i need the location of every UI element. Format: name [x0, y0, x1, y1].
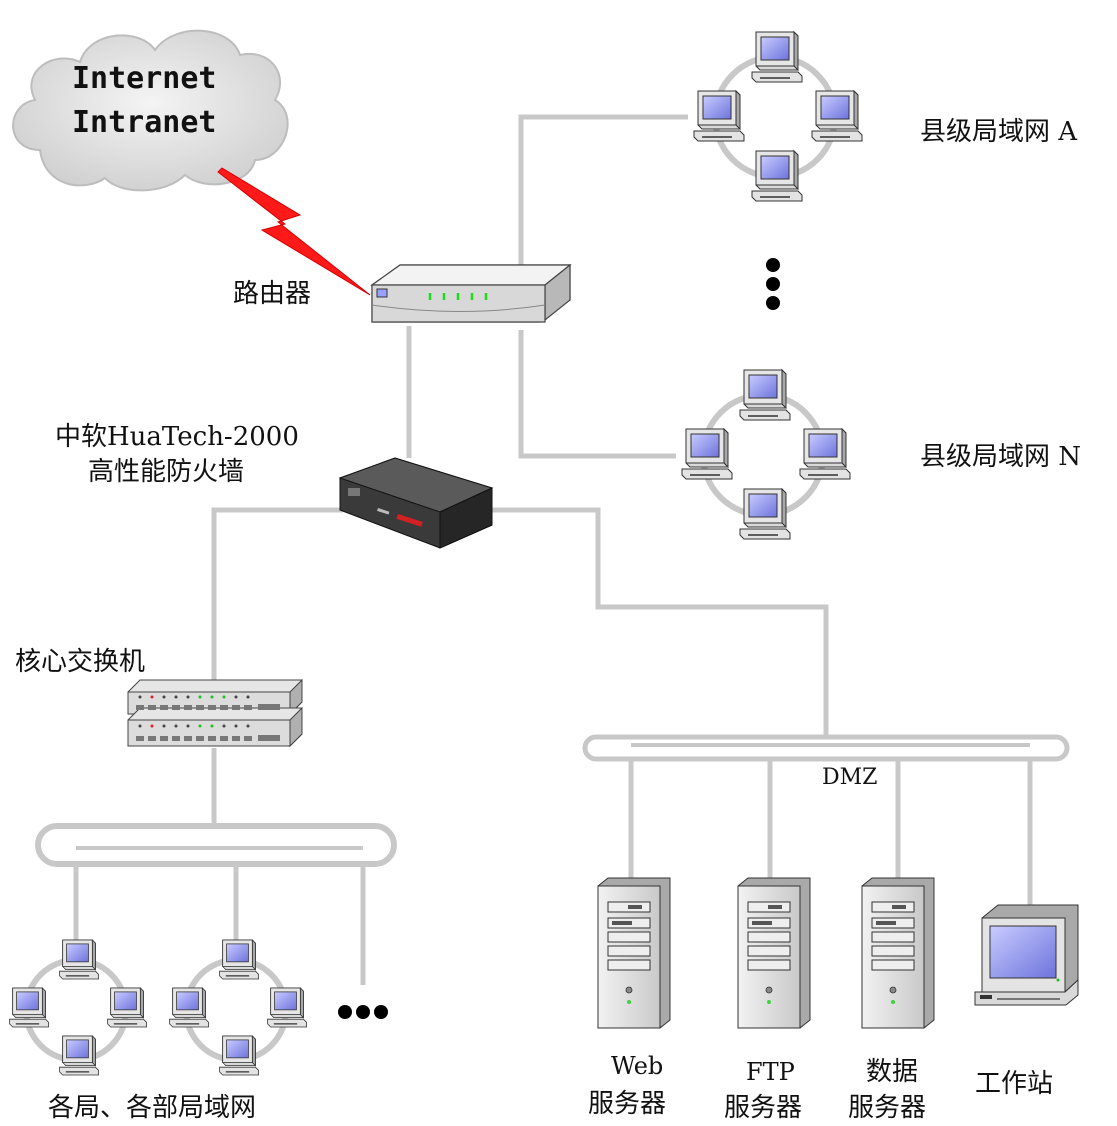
firewall-label-line2: 高性能防火墙	[88, 457, 244, 487]
dmz-label: DMZ	[822, 765, 877, 790]
workstation-label: 工作站	[975, 1069, 1053, 1099]
county-lan-a	[694, 32, 862, 201]
web-server-label-line1: Web	[611, 1052, 663, 1080]
data-server-label-line1: 数据	[866, 1057, 918, 1087]
router-device	[370, 263, 572, 323]
connection-lines	[73, 114, 1033, 985]
bureau-lan-2	[170, 940, 307, 1075]
core-switch-label: 核心交换机	[15, 647, 145, 677]
cloud-label-line2: Intranet	[72, 105, 217, 140]
cloud-label-line1: Internet	[72, 61, 217, 96]
bureau-lan-1	[10, 940, 147, 1075]
data-server	[861, 877, 935, 1029]
firewall-label-line1: 中软HuaTech-2000	[55, 422, 299, 452]
county-lan-a-label: 县级局域网 A	[920, 117, 1078, 147]
data-server-label-line2: 服务器	[848, 1093, 926, 1123]
bureau-lans-label: 各局、各部局域网	[48, 1093, 256, 1123]
ellipsis-dots-horizontal	[338, 1005, 388, 1019]
county-lan-n	[682, 370, 850, 539]
dmz-bus	[582, 734, 1070, 762]
ftp-server-label-line1: FTP	[746, 1058, 795, 1086]
wan-link-bolt	[217, 167, 371, 296]
firewall-device	[338, 457, 494, 549]
ftp-server-label-line2: 服务器	[724, 1093, 802, 1123]
county-lan-n-label: 县级局域网 N	[920, 442, 1081, 472]
router-label: 路由器	[233, 279, 311, 309]
ellipsis-dots-vertical	[766, 258, 780, 310]
ftp-server	[737, 877, 811, 1029]
workstation-device	[974, 904, 1079, 1006]
bureau-bus	[35, 823, 397, 867]
web-server	[597, 877, 671, 1029]
internet-cloud: Internet Intranet	[12, 29, 289, 192]
core-switch-device	[127, 678, 303, 748]
web-server-label-line2: 服务器	[588, 1089, 666, 1119]
